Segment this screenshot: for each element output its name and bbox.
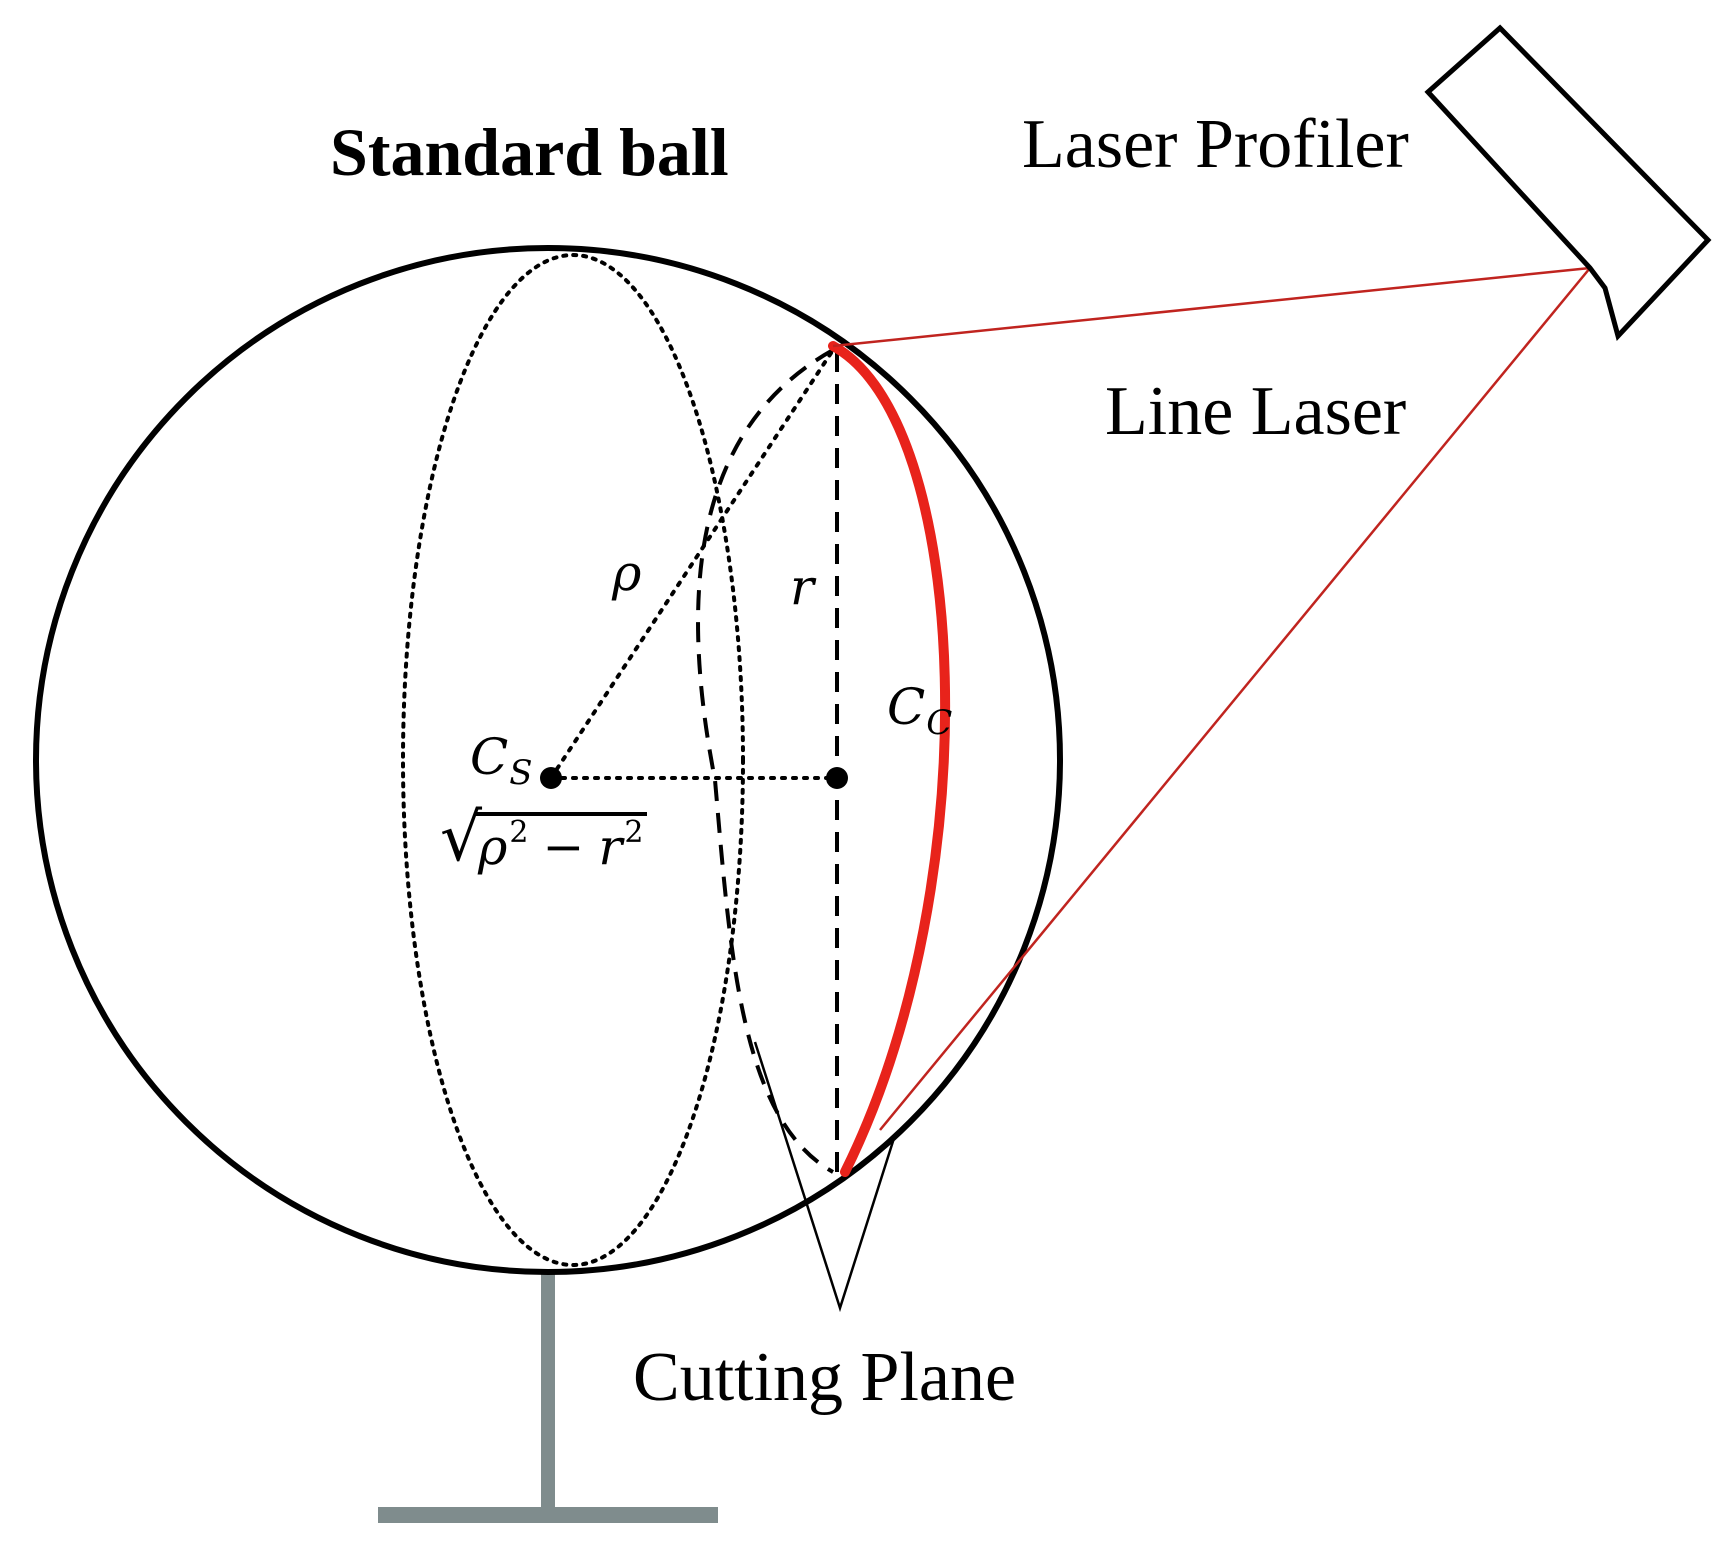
sphere-center-subscript: S xyxy=(509,753,533,793)
sphere-center-point xyxy=(540,767,562,789)
laser-beam-upper xyxy=(832,266,1591,348)
sqrt-exponent-2: 2 xyxy=(624,815,644,850)
cutting-plane-label: Cutting Plane xyxy=(633,1339,1017,1416)
sqrt-r: r xyxy=(598,818,623,876)
laser-profiler-label: Laser Profiler xyxy=(1022,106,1409,183)
rho-label: ρ xyxy=(612,544,642,602)
sphere-center-letter: C xyxy=(470,728,509,786)
sqrt-radical-sign: √ xyxy=(440,799,483,876)
laser-profiler-housing xyxy=(1424,24,1712,341)
laser-beam-lower xyxy=(879,267,1591,1131)
sphere-center-label: CS xyxy=(470,732,533,790)
great-circle xyxy=(401,253,745,1267)
standard-ball-outline xyxy=(33,245,1063,1275)
sqrt-exponent-1: 2 xyxy=(509,815,529,850)
cutting-plane-back-arc xyxy=(696,348,834,1174)
sqrt-minus: − xyxy=(542,818,585,876)
cutting-circle-center-point xyxy=(826,767,848,789)
center-distance-formula: ρ2−r2 xyxy=(474,812,648,872)
cutting-circle-center-label: CC xyxy=(887,682,952,740)
line-laser-label: Line Laser xyxy=(1105,373,1407,450)
sphere-radius-rho xyxy=(549,348,835,780)
sqrt-rho: ρ xyxy=(478,818,508,876)
cutting-circle-center-letter: C xyxy=(887,678,926,736)
laser-line-arc xyxy=(828,341,951,1177)
cutting-plane-pointer xyxy=(753,1041,897,1313)
diagram-title: Standard ball xyxy=(330,114,729,190)
cutting-circle-center-subscript: C xyxy=(926,703,953,743)
r-label: r xyxy=(790,558,814,616)
